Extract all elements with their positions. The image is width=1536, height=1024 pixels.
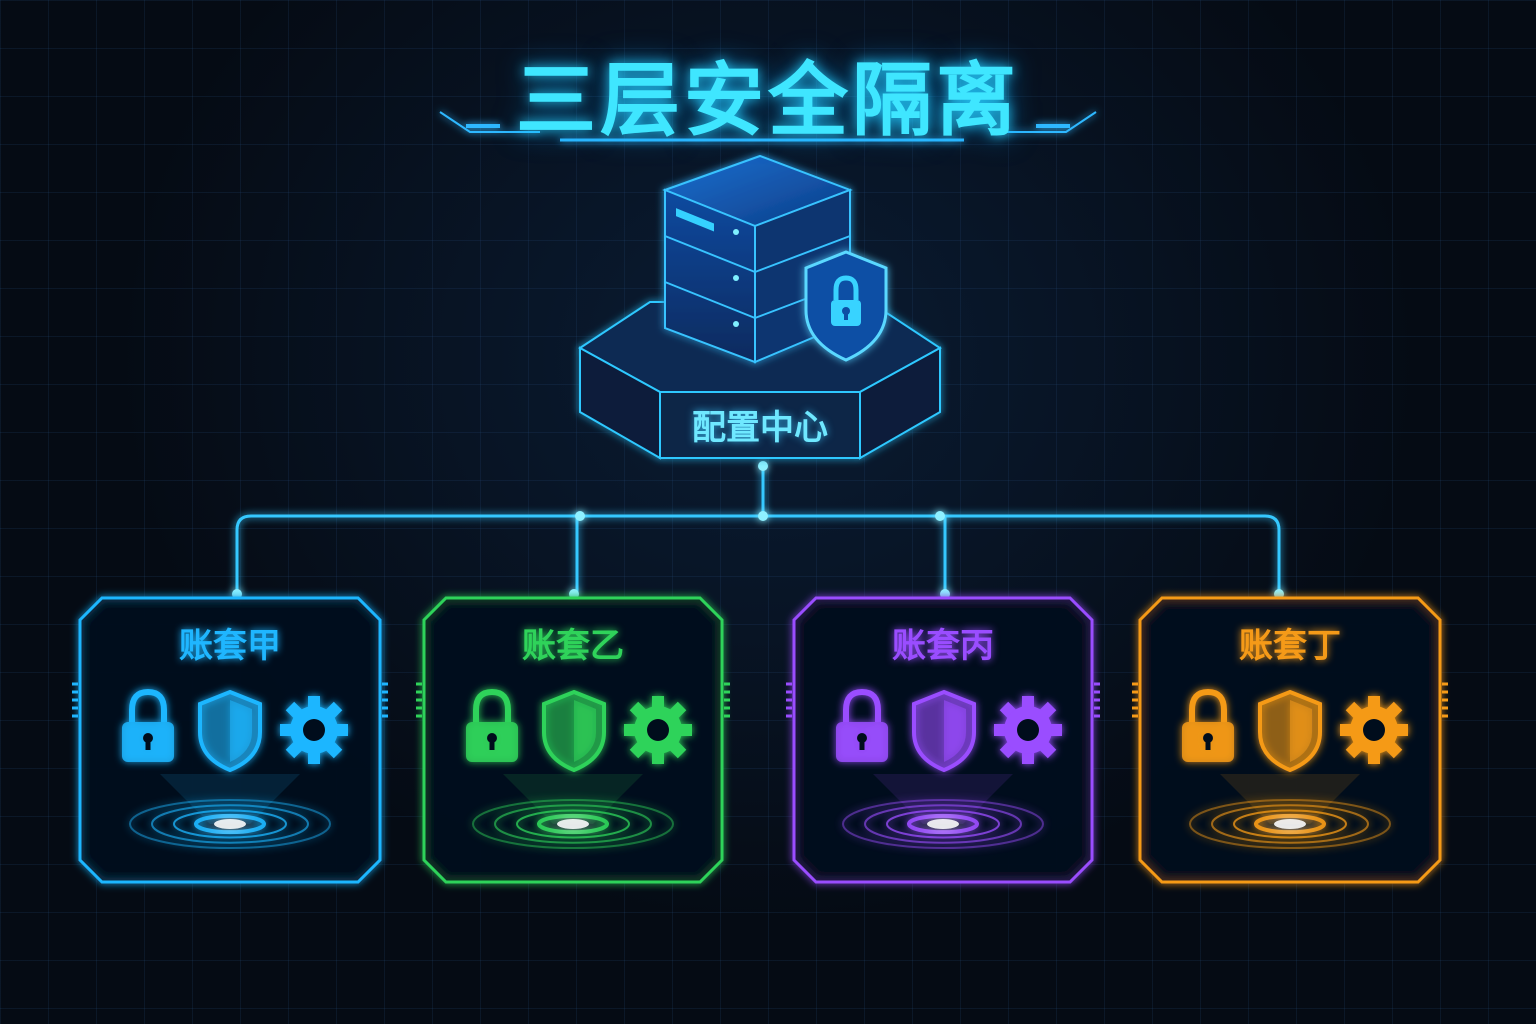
lock-icon	[836, 688, 888, 762]
account-label-d: 账套丁	[1239, 626, 1341, 666]
panel-side-ticks	[72, 682, 388, 718]
account-panel-a	[72, 596, 388, 884]
config-center-node	[578, 154, 942, 460]
shield-icon	[198, 689, 262, 773]
account-panel-d	[1132, 596, 1448, 884]
holo-pad	[1189, 774, 1391, 849]
connector-lines	[235, 466, 1281, 592]
holo-pad	[842, 774, 1044, 849]
account-panel-b	[416, 596, 730, 884]
account-label-c: 账套丙	[892, 626, 994, 666]
gear-icon	[280, 696, 348, 764]
panel-side-ticks	[416, 682, 730, 718]
server-shield-icon	[804, 250, 888, 362]
holo-pad	[472, 774, 674, 849]
lock-icon	[466, 688, 518, 762]
shield-icon	[1258, 689, 1322, 773]
shield-icon	[912, 689, 976, 773]
connector-dots	[232, 461, 1284, 599]
config-center-label: 配置中心	[692, 408, 828, 448]
gear-icon	[624, 696, 692, 764]
account-panel-c	[786, 596, 1100, 884]
lock-icon	[122, 688, 174, 762]
account-label-a: 账套甲	[179, 626, 281, 666]
diagram-title: 三层安全隔离	[516, 54, 1020, 147]
shield-icon	[542, 689, 606, 773]
gear-icon	[1340, 696, 1408, 764]
account-label-b: 账套乙	[522, 626, 624, 666]
holo-pad	[129, 774, 331, 849]
panel-side-ticks	[1132, 682, 1448, 718]
gear-icon	[994, 696, 1062, 764]
panel-side-ticks	[786, 682, 1100, 718]
title-decoration	[439, 111, 1097, 142]
lock-icon	[1182, 688, 1234, 762]
